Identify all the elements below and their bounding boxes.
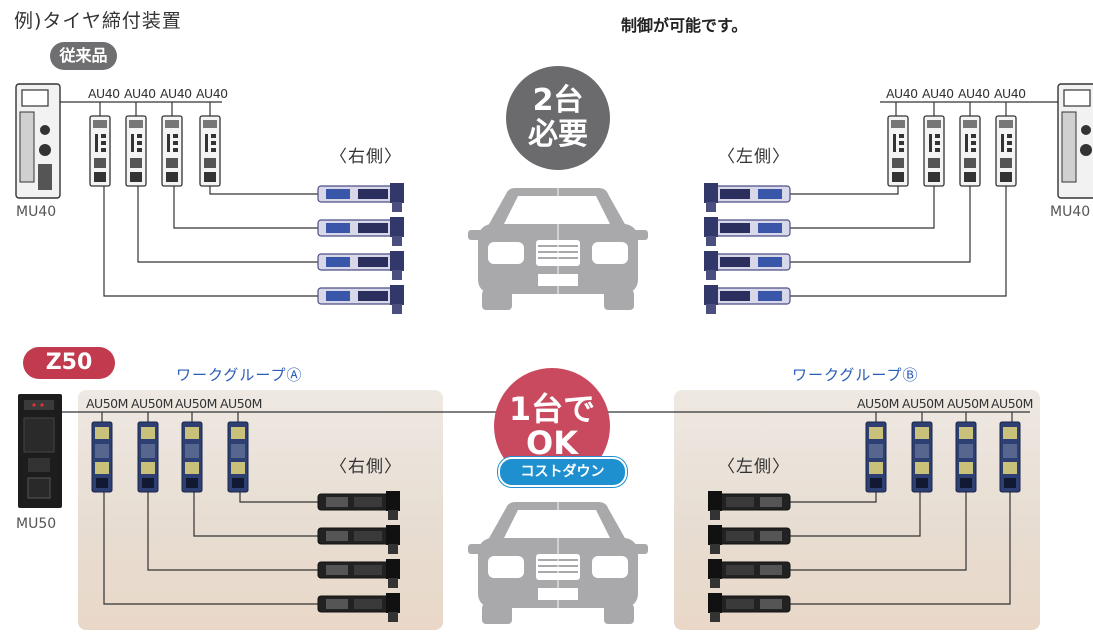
work-group-a-label: ワークグループⒶ <box>176 366 303 384</box>
au40-label-r3: AU40 <box>958 86 990 101</box>
car-icon <box>467 187 649 311</box>
left-side-label-new: 〈左側〉 <box>718 457 790 477</box>
cost-down-badge: コストダウン <box>498 457 627 487</box>
au40-label-2: AU40 <box>124 86 156 101</box>
au50m-label-r3: AU50M <box>947 396 989 411</box>
au40-label-3: AU40 <box>160 86 192 101</box>
mu40-label: MU40 <box>16 204 57 220</box>
au40-label-1: AU40 <box>88 86 120 101</box>
diagram-title: 例)タイヤ締付装置 <box>14 10 182 32</box>
au50m-label-2: AU50M <box>131 396 173 411</box>
car-bottom-icon <box>467 501 649 625</box>
mu50-controller-icon <box>18 394 62 508</box>
circle-text-line2: 必要 <box>528 117 588 152</box>
right-side-label-new: 〈右側〉 <box>330 457 402 477</box>
au40-label-r2: AU40 <box>922 86 954 101</box>
au50m-label-1: AU50M <box>86 396 128 411</box>
diagram-subtitle: 制御が可能です。 <box>621 16 748 35</box>
au40-label-r4: AU40 <box>994 86 1026 101</box>
circle-text-line1-new: 1台で <box>508 390 596 428</box>
work-group-b-label: ワークグループⒷ <box>792 366 919 384</box>
au50m-label-4: AU50M <box>220 396 262 411</box>
right-side-label-old: 〈右側〉 <box>330 147 402 167</box>
au50m-label-3: AU50M <box>175 396 217 411</box>
left-side-label-old: 〈左側〉 <box>718 147 790 167</box>
circle-text-line2-new: OK <box>526 424 578 462</box>
au40-label-r1: AU40 <box>886 86 918 101</box>
au40-label-4: AU40 <box>196 86 228 101</box>
au50m-label-r4: AU50M <box>991 396 1033 411</box>
mu40-label-right: MU40 <box>1050 204 1091 220</box>
circle-text-line1: 2台 <box>532 83 584 118</box>
mu50-label: MU50 <box>16 516 57 532</box>
au50m-label-r2: AU50M <box>902 396 944 411</box>
mu40-controller-right-icon <box>1057 83 1093 199</box>
mu40-controller-icon <box>15 83 61 199</box>
old-product-badge: 従来品 <box>50 42 117 70</box>
au50m-label-r1: AU50M <box>857 396 899 411</box>
z50-badge: Z50 <box>23 347 115 379</box>
two-units-required-circle: 2台 必要 <box>506 66 610 170</box>
